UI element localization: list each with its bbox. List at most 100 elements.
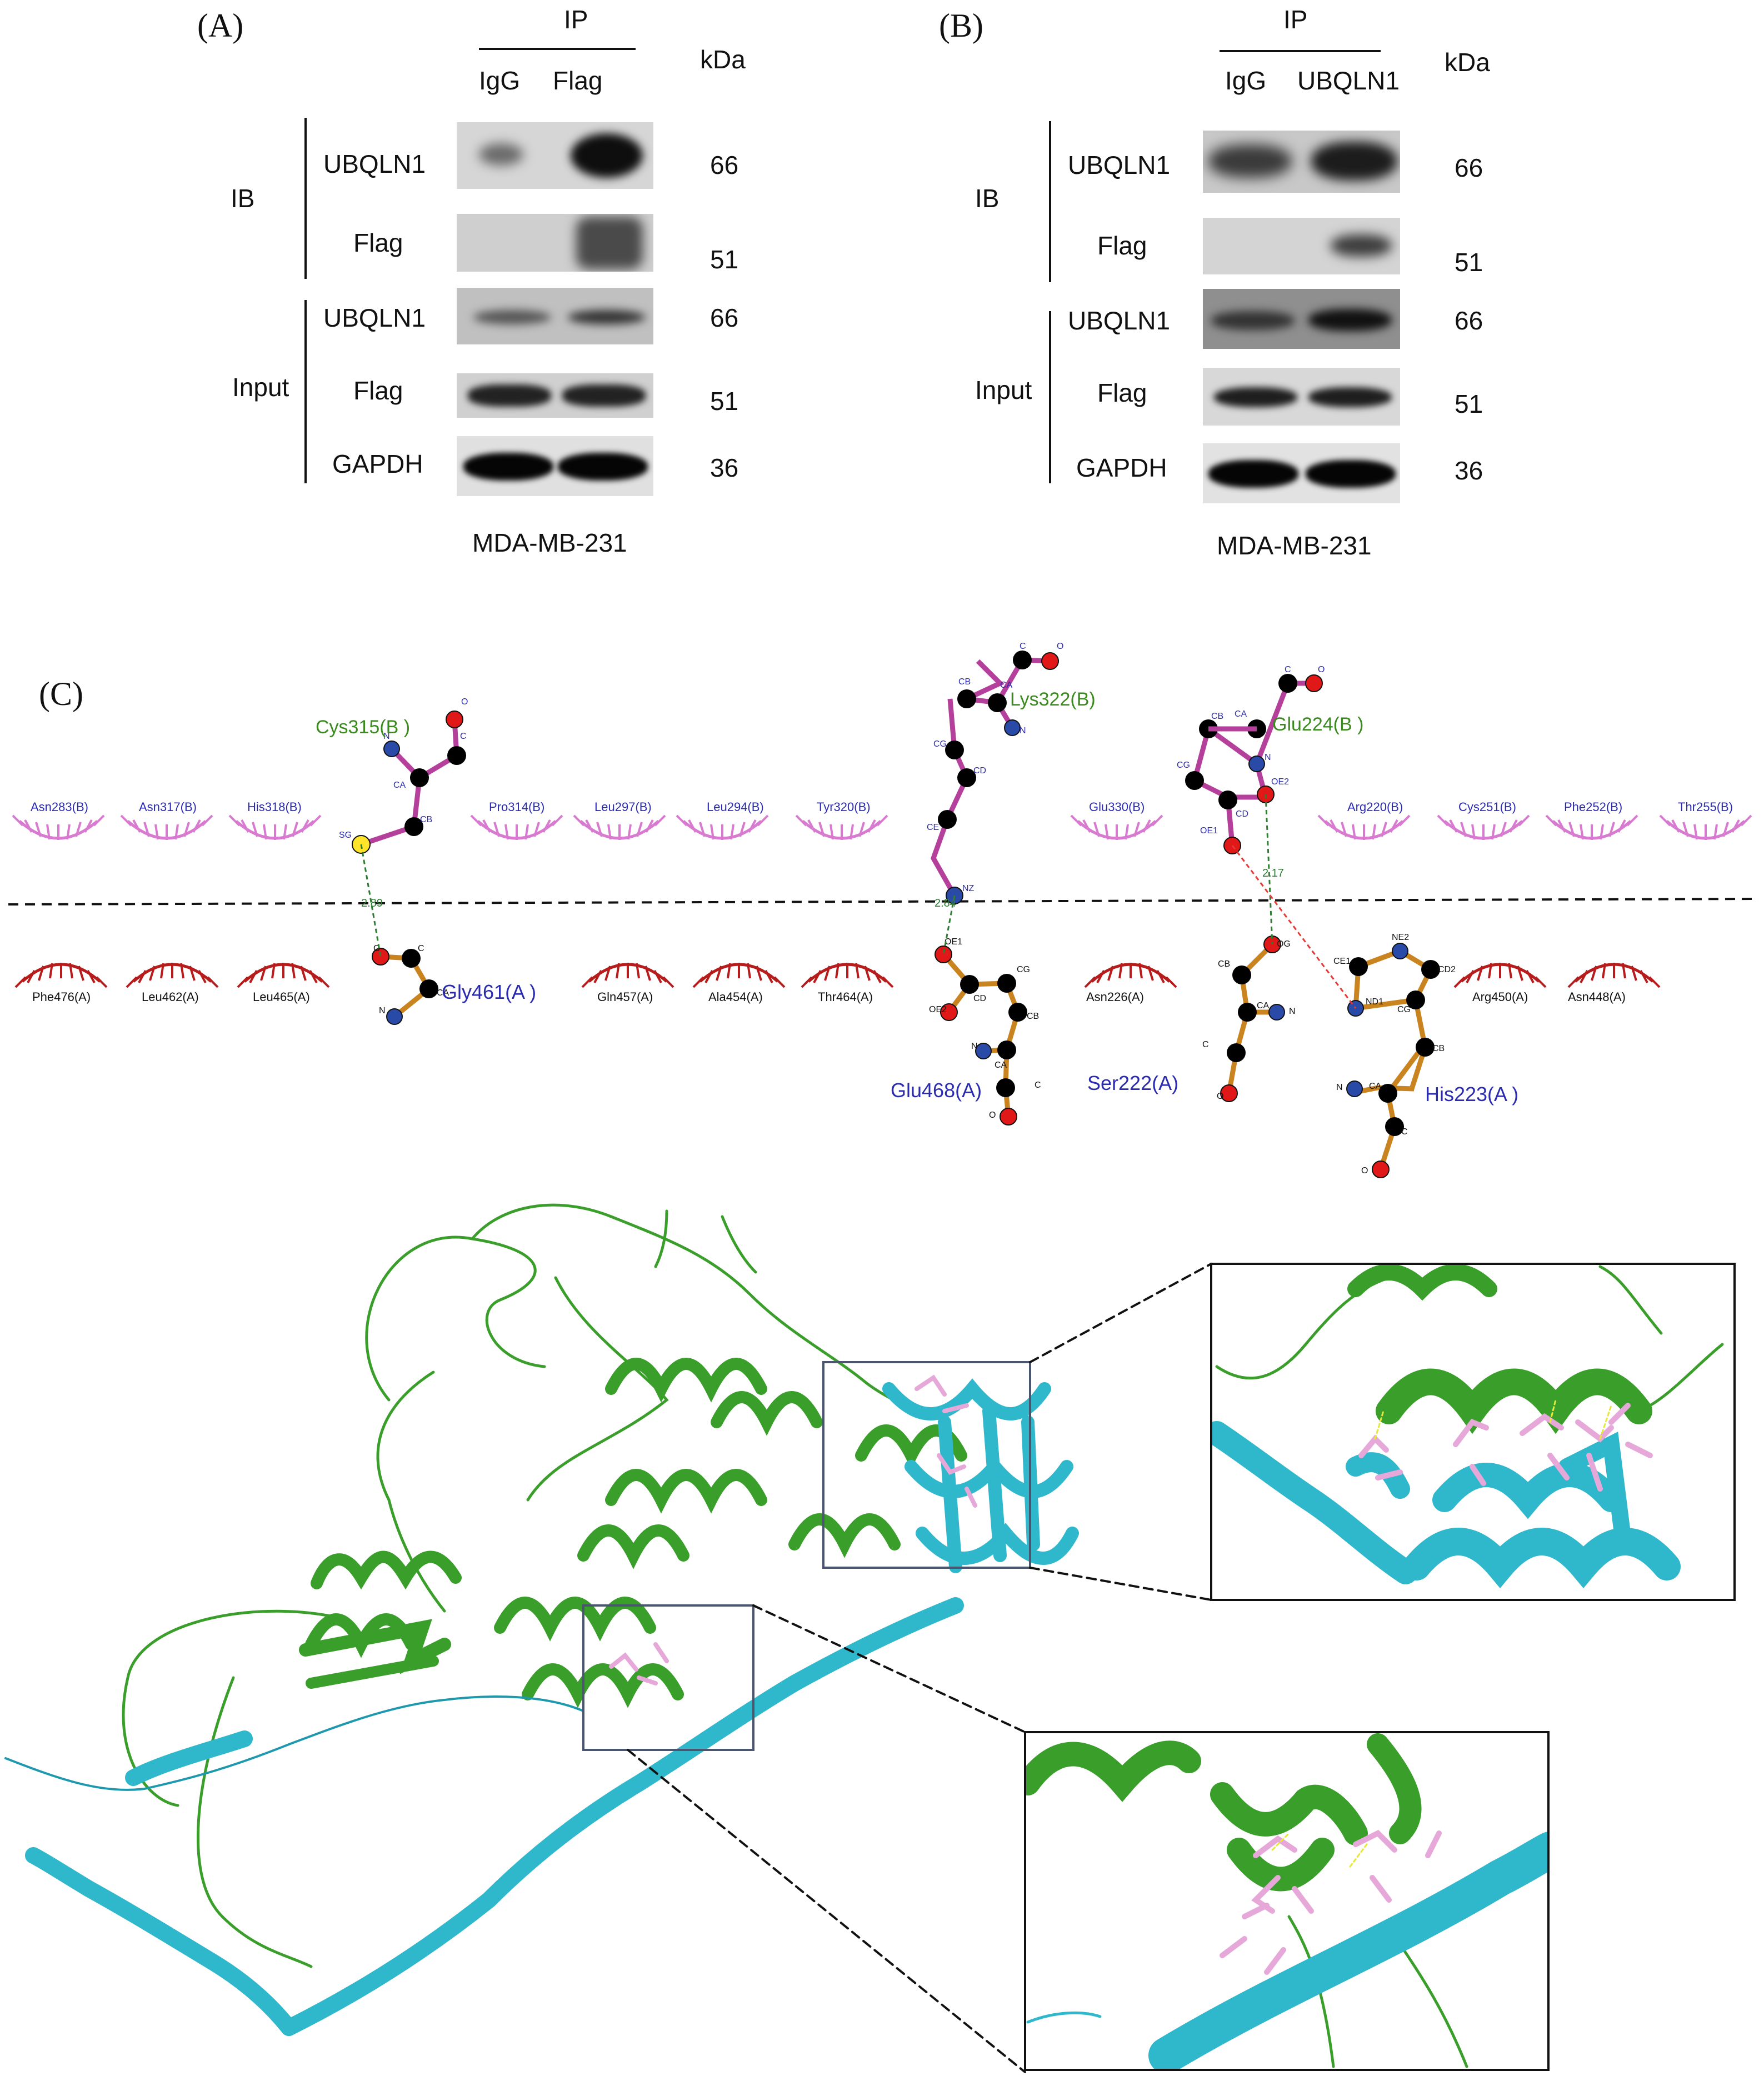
atom-label: OE2 xyxy=(929,1005,947,1014)
contact-label: Arg220(B) xyxy=(1347,800,1403,814)
atom-label: CB xyxy=(420,815,432,824)
contact-label: Ala454(A) xyxy=(708,990,763,1004)
zoom-inset-lower xyxy=(1024,1731,1550,2071)
group-input-label: Input xyxy=(232,373,289,402)
contact-label: His318(B) xyxy=(247,800,302,814)
residue-glu224: C O CB CA CG N CD OE2 OE1 Glu224(B ) xyxy=(1177,665,1363,854)
contact-eye xyxy=(229,816,321,840)
contact-label: Thr255(B) xyxy=(1678,800,1733,814)
atom-label: O xyxy=(1057,642,1063,651)
residue-name: Gly461(A ) xyxy=(442,981,536,1003)
blot-flag-input xyxy=(457,373,653,418)
atom-label: CA xyxy=(1369,1082,1382,1091)
blot-gapdh-input xyxy=(457,436,653,496)
group-input-label: Input xyxy=(975,376,1032,404)
lane-label: Flag xyxy=(553,66,603,95)
kda-value: 51 xyxy=(1455,248,1483,277)
residue-name: Lys322(B) xyxy=(1010,689,1096,710)
atom-label: CG xyxy=(1177,761,1190,770)
row-label: UBQLN1 xyxy=(1068,306,1171,335)
residue-name: Glu468(A) xyxy=(891,1079,982,1102)
residue-lys322: C O CA CB N CG CD CE NZ Lys322(B) xyxy=(927,642,1096,904)
lane-label: IgG xyxy=(1225,66,1267,95)
row-label: Flag xyxy=(353,228,403,257)
ib-bracket xyxy=(304,118,307,279)
atom-label: C xyxy=(1020,642,1026,651)
atom-label: CB xyxy=(1218,959,1230,969)
atom-label: CD2 xyxy=(1438,965,1456,974)
atom-label: O xyxy=(461,697,468,707)
distance-label: 2.89 xyxy=(361,897,383,909)
lane-label: IgG xyxy=(479,66,521,95)
contact-label: Thr464(A) xyxy=(818,990,873,1004)
atom-label: SG xyxy=(339,831,352,840)
zoom-box-lower xyxy=(582,1604,754,1751)
atom-label: C xyxy=(1035,1080,1041,1090)
contact-label: Leu462(A) xyxy=(142,990,199,1004)
atom-label: N xyxy=(1289,1007,1296,1016)
blot-flag-ip xyxy=(1203,218,1400,274)
kda-value: 36 xyxy=(710,453,739,482)
distance-label: 2.84 xyxy=(935,897,956,909)
contact-eye xyxy=(471,816,562,840)
atom-label: CB xyxy=(958,677,971,687)
contact-label: Tyr320(B) xyxy=(817,800,871,814)
contact-eye xyxy=(1085,963,1176,987)
atom-label: CB xyxy=(1432,1044,1445,1053)
contact-eye xyxy=(677,816,768,840)
zoom-box-upper xyxy=(822,1361,1031,1569)
atom-label: C xyxy=(1401,1127,1408,1137)
row-label: GAPDH xyxy=(1076,453,1167,482)
atom-label: CE1 xyxy=(1333,957,1351,966)
contact-eye xyxy=(1660,816,1751,840)
kda-value: 36 xyxy=(1455,456,1483,485)
residue-gly461: O C CA N Gly461(A ) xyxy=(372,944,536,1025)
atom-label: N xyxy=(383,732,390,741)
contact-eye xyxy=(1071,816,1162,840)
blot-gapdh-input xyxy=(1203,443,1400,503)
atom-label: CA xyxy=(1000,681,1013,690)
contact-label: Asn448(A) xyxy=(1568,990,1626,1004)
atom-label: OE1 xyxy=(1200,826,1218,836)
contact-label: Asn317(B) xyxy=(139,800,197,814)
atom-label: NE2 xyxy=(1392,933,1409,942)
atom-label: CD xyxy=(973,994,986,1003)
atom-label: O xyxy=(1318,665,1325,674)
contact-label: Leu465(A) xyxy=(253,990,310,1004)
kda-value: 66 xyxy=(1455,153,1483,182)
blot-ubqln1-input xyxy=(1203,289,1400,349)
atom-label: CD xyxy=(1236,809,1248,819)
kda-value: 66 xyxy=(710,151,739,179)
residue-name: Cys315(B ) xyxy=(316,717,410,738)
contact-label: Leu297(B) xyxy=(594,800,652,814)
ib-bracket xyxy=(1049,121,1051,282)
atom-label: N xyxy=(1336,1083,1343,1092)
atom-label: CG xyxy=(1397,1005,1411,1014)
atom-label: O xyxy=(1361,1166,1368,1175)
contact-label: Pro314(B) xyxy=(489,800,544,814)
contact-eye xyxy=(582,963,673,987)
zoom-inset-upper xyxy=(1210,1263,1736,1601)
contact-eye xyxy=(796,816,887,840)
residue-name: Glu224(B ) xyxy=(1272,714,1363,735)
contact-eye xyxy=(1455,963,1546,987)
atom-label: N xyxy=(1265,753,1271,762)
contact-label: Glu330(B) xyxy=(1089,800,1145,814)
contact-eye xyxy=(16,963,107,987)
contact-eye xyxy=(127,963,218,987)
contact-label: Phe252(B) xyxy=(1564,800,1622,814)
atom-label: OE1 xyxy=(945,937,962,947)
kda-value: 66 xyxy=(710,303,739,332)
contact-label: Phe476(A) xyxy=(32,990,91,1004)
atom-label: CD xyxy=(973,766,986,776)
contact-label: Arg450(A) xyxy=(1472,990,1528,1004)
contact-label: Leu294(B) xyxy=(707,800,764,814)
atom-label: N xyxy=(1020,726,1026,736)
input-bracket xyxy=(1049,311,1051,483)
interface-line xyxy=(8,898,1759,906)
atom-label: NZ xyxy=(962,884,975,893)
atom-label: CB xyxy=(1027,1012,1039,1021)
panel-a-label: (A) xyxy=(197,7,244,44)
atom-label: C xyxy=(1285,665,1291,674)
